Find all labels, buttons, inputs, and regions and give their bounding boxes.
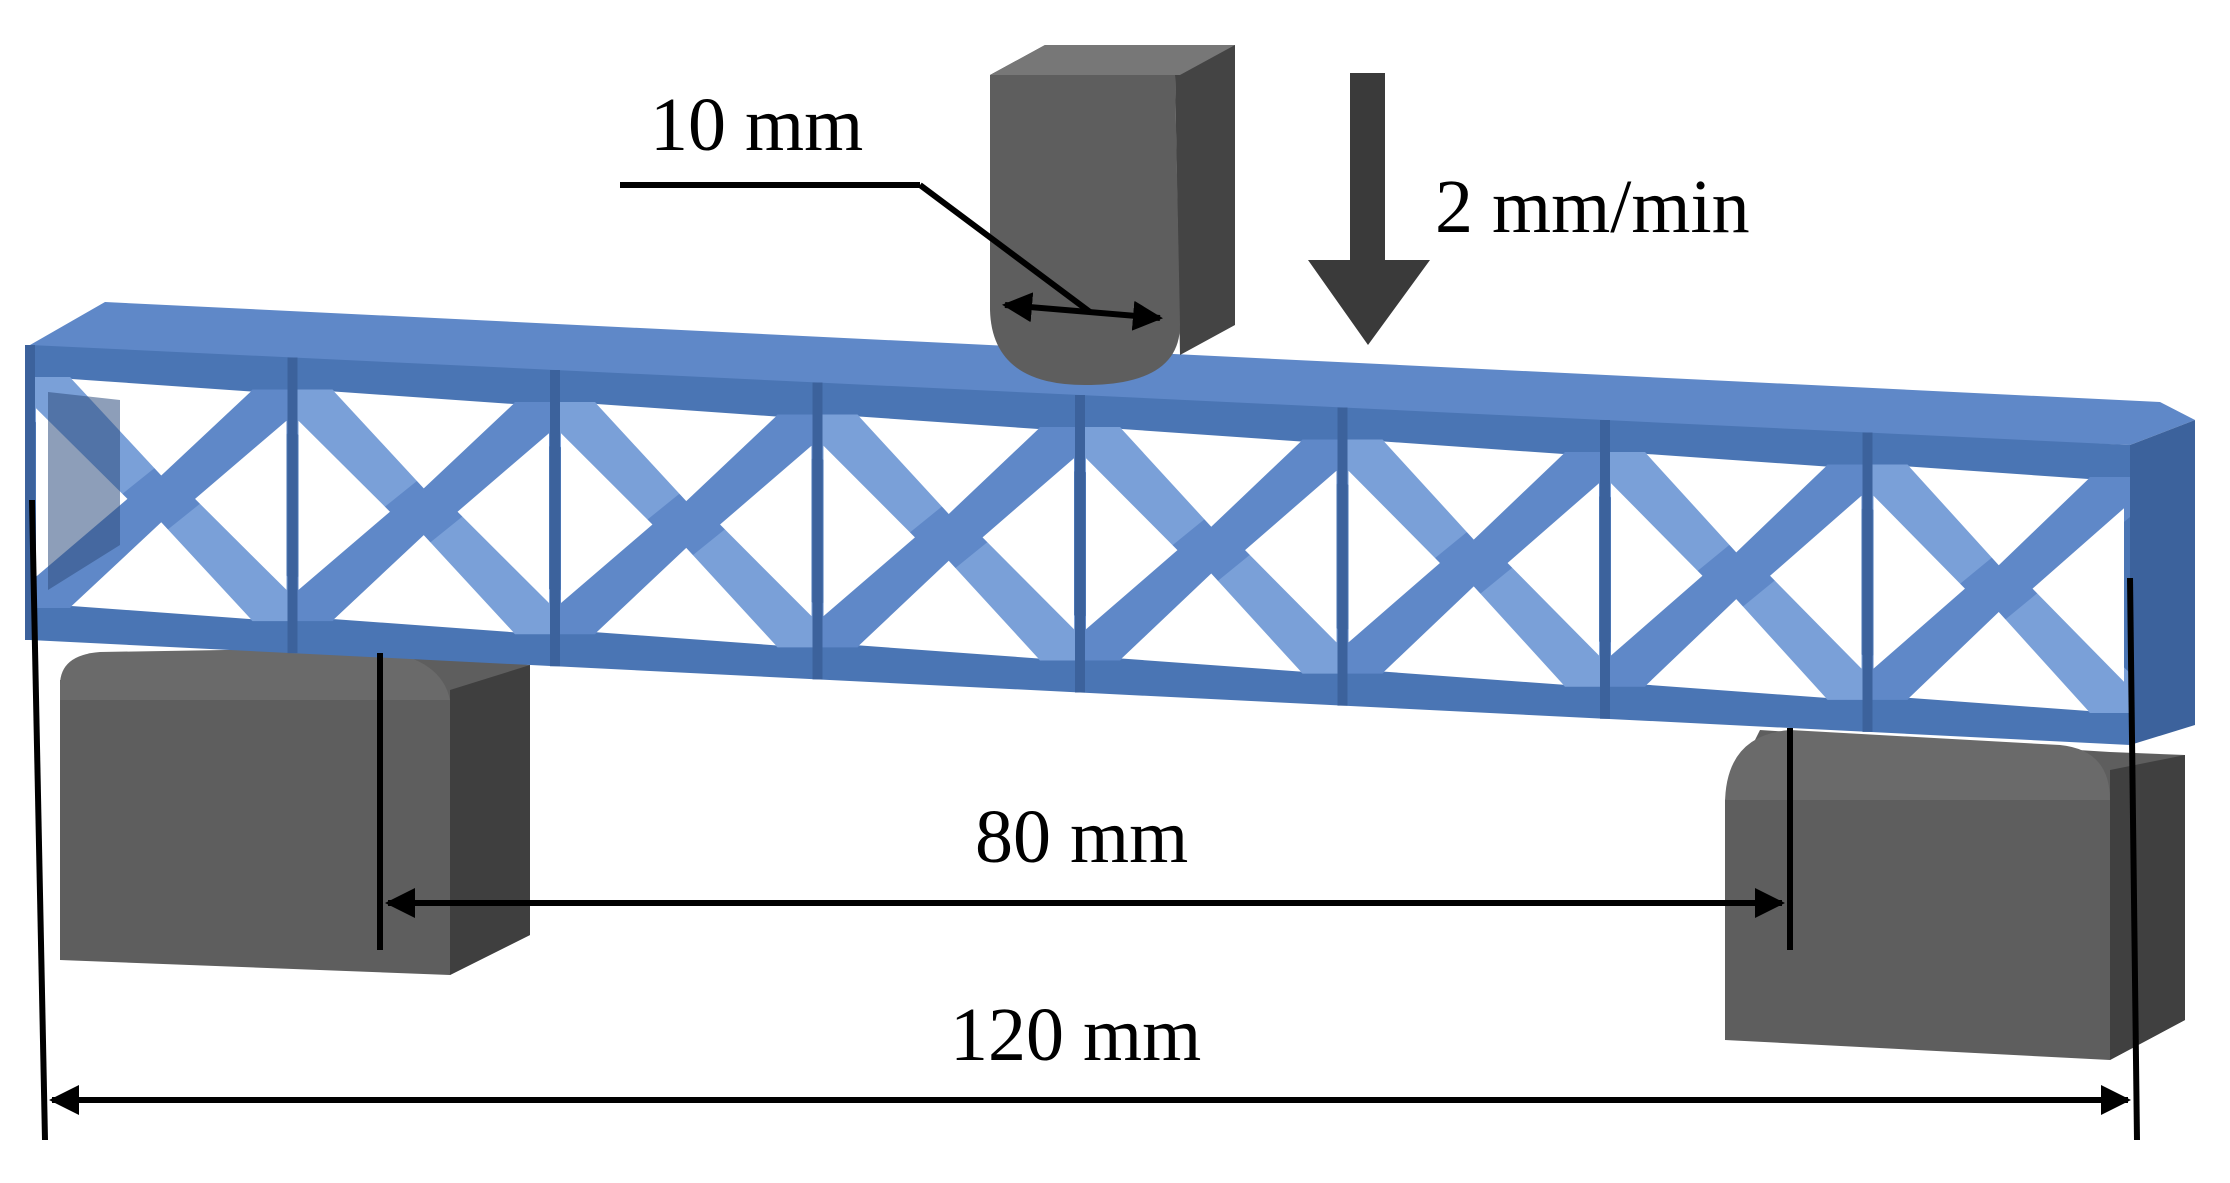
support-span-dimension: 80 mm (377, 653, 1793, 950)
support-span-label: 80 mm (975, 795, 1188, 879)
lattice-opening (1384, 586, 1564, 685)
load-arrow (1308, 73, 1430, 345)
lattice-opening (457, 433, 549, 604)
lattice-opening (982, 458, 1074, 630)
total-length-label: 120 mm (950, 993, 1201, 1077)
lattice-opening (298, 420, 390, 590)
lattice-opening (334, 535, 514, 633)
lattice-opening (1121, 429, 1301, 527)
lattice-beam (25, 302, 2195, 745)
left-support (60, 648, 530, 975)
lattice-opening (720, 445, 812, 617)
lattice-opening (859, 416, 1039, 514)
lattice-opening (596, 547, 776, 646)
lattice-opening (1873, 495, 1965, 669)
lattice-strut (1342, 452, 1605, 674)
lattice-opening (561, 433, 653, 604)
lattice-opening (334, 391, 514, 489)
right-support (1725, 730, 2185, 1060)
lattice-opening (1646, 599, 1826, 698)
lattice-strut (292, 402, 555, 622)
lattice-opening (596, 404, 776, 502)
lattice-strut (817, 427, 1080, 648)
lattice-opening (859, 560, 1039, 659)
lattice-strut (555, 414, 818, 635)
lattice-opening (1646, 454, 1826, 553)
lattice-opening (1611, 483, 1703, 656)
lattice-opening (823, 445, 915, 617)
lattice-opening (1086, 458, 1178, 630)
lattice-opening (1507, 483, 1599, 656)
lattice-opening (1909, 611, 2089, 711)
lattice-opening (1121, 573, 1301, 672)
lattice-opening (195, 420, 287, 590)
lattice-opening (1909, 466, 2089, 566)
indenter (990, 45, 1235, 385)
lattice-opening (1348, 470, 1440, 643)
lattice-strut (1605, 464, 1868, 687)
speed-label: 2 mm/min (1435, 165, 1750, 249)
lattice-opening (71, 522, 251, 620)
lattice-opening (2032, 508, 2124, 682)
indenter-diameter-label: 10 mm (650, 83, 863, 167)
lattice-opening (1384, 441, 1564, 540)
indenter-dimension: 10 mm (620, 83, 1163, 331)
lattice-strut (1867, 477, 2130, 700)
lattice-opening (1770, 495, 1862, 669)
lattice-strut (1080, 439, 1343, 661)
total-length-dimension: 120 mm (29, 499, 2140, 1141)
lattice-opening (1245, 470, 1337, 643)
